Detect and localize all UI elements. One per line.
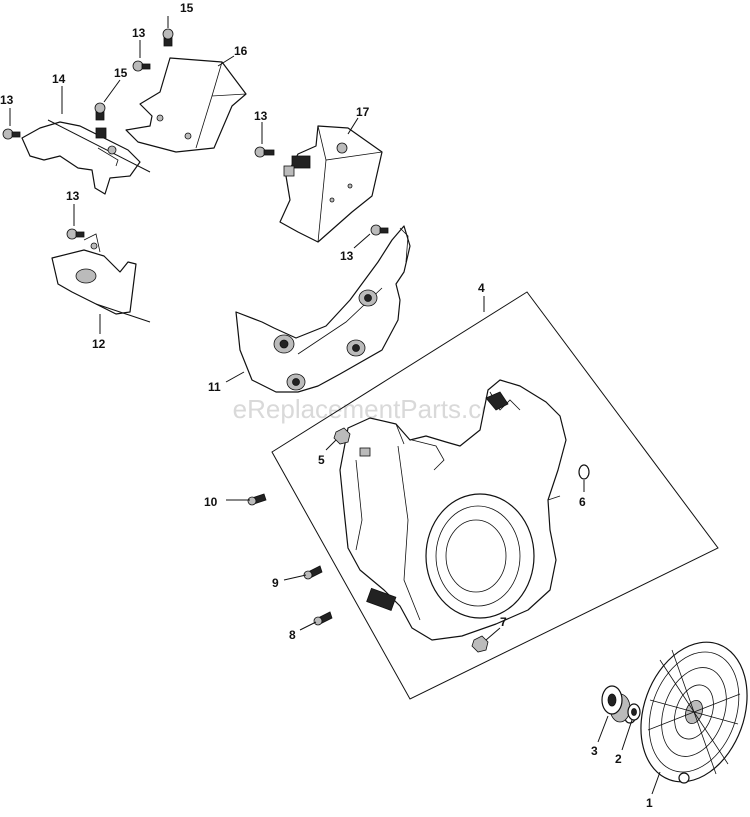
part-3-spacer: [601, 685, 631, 723]
label-4: 4: [478, 281, 485, 295]
part-13c-screw: [254, 146, 275, 158]
part-13e-screw: [370, 224, 389, 236]
part-7-nut: [471, 635, 489, 653]
part-5-nut: [333, 427, 351, 445]
part-17-side-shroud: [279, 125, 383, 243]
label-13a: 13: [132, 26, 146, 40]
label-3: 3: [591, 744, 598, 758]
label-11: 11: [208, 380, 221, 394]
part-11-baffle-plate: [235, 225, 411, 393]
leader-lines: [9, 16, 661, 795]
part-14-bracket: [21, 119, 151, 195]
part-13a-screw: [132, 60, 151, 72]
label-8: 8: [289, 628, 296, 642]
label-13b: 13: [0, 93, 14, 107]
label-15b: 15: [114, 66, 128, 80]
assembly-4-outline: [271, 291, 719, 700]
label-10: 10: [204, 495, 218, 509]
label-13e: 13: [340, 249, 354, 263]
label-12: 12: [92, 337, 106, 351]
label-15a: 15: [180, 1, 194, 15]
part-4-blower-housing: [339, 379, 567, 641]
label-5: 5: [318, 453, 325, 467]
label-13d: 13: [66, 189, 80, 203]
part-15a-screw: [162, 28, 174, 47]
part-2-washer: [627, 703, 641, 721]
part-13b-screw: [2, 128, 21, 140]
label-9: 9: [272, 576, 279, 590]
label-6: 6: [579, 495, 586, 509]
label-13c: 13: [254, 109, 268, 123]
label-7: 7: [500, 615, 507, 629]
label-16: 16: [234, 44, 248, 58]
part-8-screw: [313, 611, 333, 626]
part-13d-screw: [66, 228, 85, 240]
label-2: 2: [615, 752, 622, 766]
label-14: 14: [52, 72, 66, 86]
label-17: 17: [356, 105, 370, 119]
part-12-lower-bracket: [51, 233, 151, 323]
part-1-fan-guard: [624, 641, 748, 784]
part-15b-screw: [94, 102, 106, 121]
part-16-shield: [125, 57, 247, 153]
part-number-labels: 15 13 16 15 14 13 17 13 13 13 4 12 11 5 …: [0, 1, 653, 810]
label-1: 1: [646, 796, 653, 810]
part-9-screw: [303, 565, 323, 580]
part-6-ring: [578, 464, 590, 480]
part-10-screw: [247, 493, 267, 506]
